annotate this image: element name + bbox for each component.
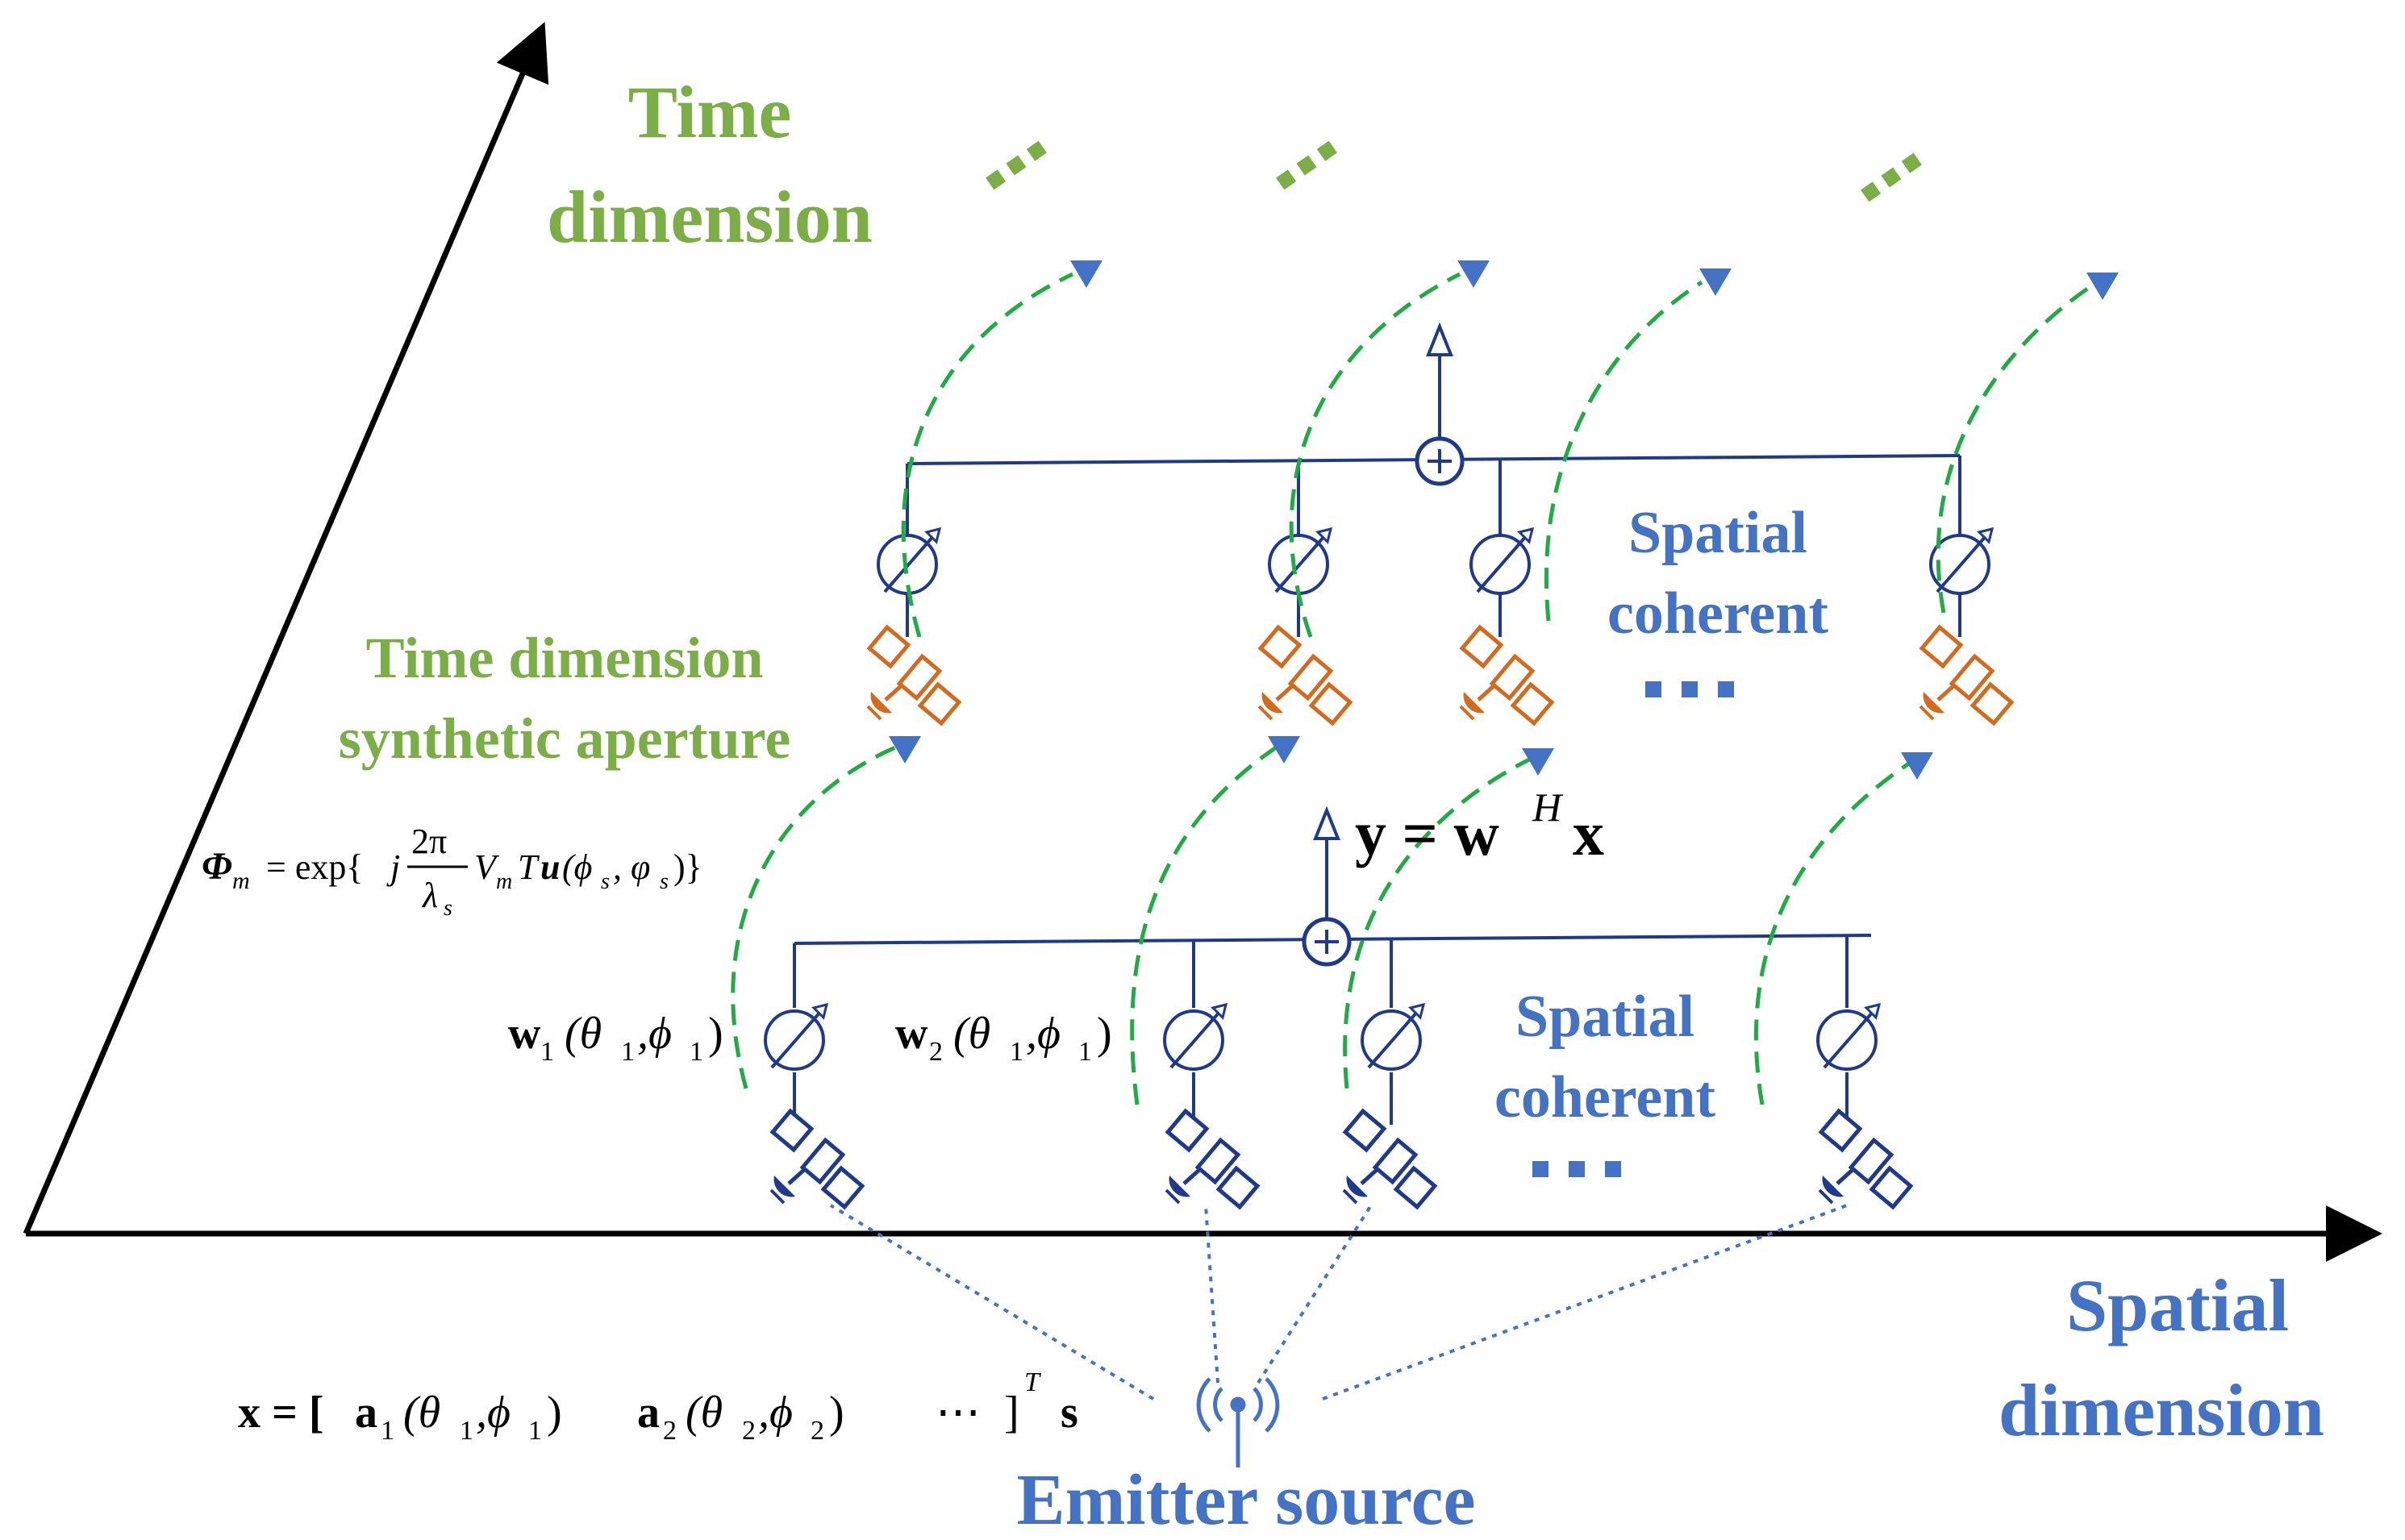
summer-icon xyxy=(1417,439,1462,484)
svg-text:s: s xyxy=(1061,1388,1078,1438)
phase-shifter-icon xyxy=(1163,1003,1228,1071)
svg-text:2π: 2π xyxy=(411,822,447,861)
satellite-icon xyxy=(1166,1111,1257,1207)
svg-text:j: j xyxy=(386,847,400,887)
svg-text:): ) xyxy=(547,1388,562,1438)
svg-text:= exp{: = exp{ xyxy=(266,847,363,887)
svg-text:(θ: (θ xyxy=(565,1009,602,1059)
svg-text:s: s xyxy=(444,896,452,921)
svg-text:x = [: x = [ xyxy=(238,1388,324,1438)
time-synthetic-label-line1: Time dimension xyxy=(366,626,764,690)
svg-text:]: ] xyxy=(1004,1388,1019,1438)
axes xyxy=(23,22,2382,1262)
svg-text:,ϕ: ,ϕ xyxy=(1026,1009,1061,1059)
upper-array-ellipsis xyxy=(1645,681,1734,697)
antenna-icon xyxy=(1196,1377,1280,1467)
svg-text:λ: λ xyxy=(421,876,438,915)
weight-w2-label: w 2 (θ 1 ,ϕ 1 ) xyxy=(895,1009,1112,1067)
svg-text:a: a xyxy=(355,1388,377,1438)
svg-text:V: V xyxy=(474,847,500,887)
svg-text:2: 2 xyxy=(663,1416,677,1446)
phase-shifter-icon xyxy=(1469,527,1534,595)
svg-text:1: 1 xyxy=(1010,1037,1023,1067)
svg-text:x: x xyxy=(1573,798,1604,868)
svg-text:1: 1 xyxy=(460,1416,473,1446)
satellite-icon xyxy=(1819,1111,1911,1207)
summer-icon xyxy=(1304,919,1349,964)
svg-text:1: 1 xyxy=(381,1416,394,1446)
svg-text:s: s xyxy=(660,869,669,894)
time-continuation-dots xyxy=(986,140,1922,202)
svg-text:2: 2 xyxy=(811,1416,824,1446)
phase-shifter-icon xyxy=(764,1003,828,1071)
svg-text:u: u xyxy=(540,847,560,887)
phase-shifter-icon xyxy=(877,527,941,595)
svg-text:T: T xyxy=(518,847,540,887)
svg-text:): ) xyxy=(708,1009,723,1059)
satellite-icon xyxy=(1461,627,1552,723)
spatial-coherent-lower-line1: Spatial xyxy=(1515,984,1694,1050)
satellite-icon xyxy=(1920,627,2011,723)
emitter-links xyxy=(829,1204,1848,1401)
spatial-coherent-lower-line2: coherent xyxy=(1494,1064,1715,1130)
svg-text:2: 2 xyxy=(742,1416,756,1446)
svg-text:w: w xyxy=(508,1009,541,1059)
svg-text:1: 1 xyxy=(1078,1037,1092,1067)
lower-array-ellipsis xyxy=(1532,1161,1621,1177)
svg-text:a: a xyxy=(637,1388,660,1438)
svg-text:1: 1 xyxy=(540,1037,554,1067)
lower-array xyxy=(764,805,1911,1207)
svg-text:H: H xyxy=(1532,785,1564,830)
phase-equation: Φ m = exp{ j 2π λ s V m T u (ϕ s , φ s )… xyxy=(202,822,702,921)
svg-text:s: s xyxy=(601,869,610,894)
svg-text:,ϕ: ,ϕ xyxy=(476,1388,511,1438)
weight-w1-label: w 1 (θ 1 ,ϕ 1 ) xyxy=(508,1009,723,1067)
svg-text:w: w xyxy=(895,1009,928,1059)
svg-text:m: m xyxy=(496,869,512,894)
svg-text:1: 1 xyxy=(690,1037,703,1067)
satellite-icon xyxy=(1259,627,1350,723)
svg-text:T: T xyxy=(1024,1367,1041,1397)
phase-shifter-icon xyxy=(1268,527,1332,595)
time-dimension-label-line2: dimension xyxy=(547,176,873,258)
svg-text:)}: )} xyxy=(673,847,702,887)
svg-text:1: 1 xyxy=(528,1416,542,1446)
satellite-icon xyxy=(771,1111,862,1207)
spatial-coherent-upper-line1: Spatial xyxy=(1628,500,1807,566)
svg-text:,ϕ: ,ϕ xyxy=(758,1388,793,1438)
svg-text:,ϕ: ,ϕ xyxy=(637,1009,672,1059)
upper-array xyxy=(868,322,2011,723)
spatial-dimension-label-line2: dimension xyxy=(1999,1369,2324,1451)
svg-text:(θ: (θ xyxy=(686,1388,723,1438)
svg-text:m: m xyxy=(232,868,250,894)
emitter-source-label: Emitter source xyxy=(1016,1460,1475,1540)
phase-shifter-icon xyxy=(1361,1003,1425,1071)
svg-text:2: 2 xyxy=(929,1037,943,1067)
svg-text:, φ: , φ xyxy=(613,847,650,887)
spatial-coherent-upper-line2: coherent xyxy=(1607,581,1828,647)
svg-text:y = w: y = w xyxy=(1355,798,1499,868)
time-axis xyxy=(23,22,549,1235)
svg-text:): ) xyxy=(829,1388,844,1438)
satellite-icon xyxy=(868,627,959,723)
svg-text:⋯: ⋯ xyxy=(936,1388,981,1438)
svg-text:(θ: (θ xyxy=(953,1009,990,1059)
svg-text:(θ: (θ xyxy=(403,1388,440,1438)
time-synthetic-label-line2: synthetic aperture xyxy=(339,706,791,771)
beamformer-output-equation: y = w H x xyxy=(1355,785,1604,868)
signal-model-equation: x = [ a 1 (θ 1 ,ϕ 1 ) a 2 (θ 2 ,ϕ 2 ) ⋯ … xyxy=(238,1367,1078,1446)
spatial-dimension-label-line1: Spatial xyxy=(2066,1264,2289,1346)
phase-shifter-icon xyxy=(1816,1003,1881,1071)
time-motion-arcs xyxy=(731,272,2099,1105)
svg-text:Φ: Φ xyxy=(202,845,232,888)
arc-arrowheads xyxy=(889,260,2119,780)
svg-text:): ) xyxy=(1097,1009,1112,1059)
svg-text:1: 1 xyxy=(621,1037,635,1067)
satellite-icon xyxy=(1344,1111,1435,1207)
svg-text:(ϕ: (ϕ xyxy=(562,847,592,887)
time-dimension-label-line1: Time xyxy=(628,71,792,153)
